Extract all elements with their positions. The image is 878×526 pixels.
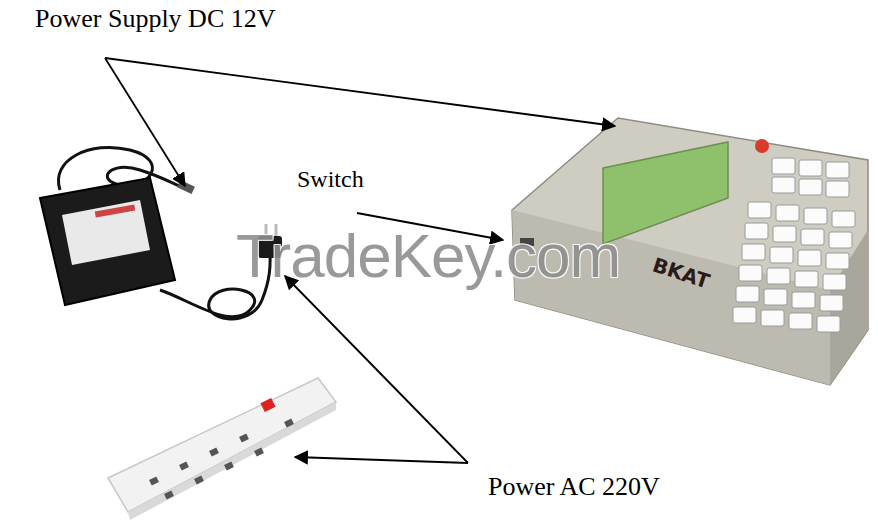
key	[776, 205, 799, 221]
key	[764, 289, 787, 305]
key	[773, 226, 796, 242]
key	[829, 232, 852, 248]
key	[795, 271, 818, 287]
key	[745, 223, 768, 239]
callout-label: Switch	[297, 166, 364, 192]
key	[817, 316, 840, 332]
key	[742, 244, 765, 260]
key	[804, 208, 827, 224]
key	[826, 181, 849, 197]
key	[748, 202, 771, 218]
key	[767, 268, 790, 284]
key	[789, 313, 812, 329]
key	[739, 265, 762, 281]
key	[772, 177, 795, 193]
callout-label: Power AC 220V	[488, 473, 660, 502]
key	[736, 286, 759, 302]
key	[823, 274, 846, 290]
key	[733, 307, 756, 323]
key	[826, 253, 849, 269]
key	[832, 211, 855, 227]
key	[770, 247, 793, 263]
key	[799, 160, 822, 176]
key	[799, 179, 822, 195]
key	[792, 292, 815, 308]
key	[772, 158, 795, 174]
watermark: TradeKey.com	[236, 222, 620, 290]
key	[826, 162, 849, 178]
key	[820, 295, 843, 311]
key	[798, 250, 821, 266]
power-strip	[108, 378, 336, 520]
key	[761, 310, 784, 326]
callout-label: Power Supply DC 12V	[35, 5, 276, 34]
key	[801, 229, 824, 245]
